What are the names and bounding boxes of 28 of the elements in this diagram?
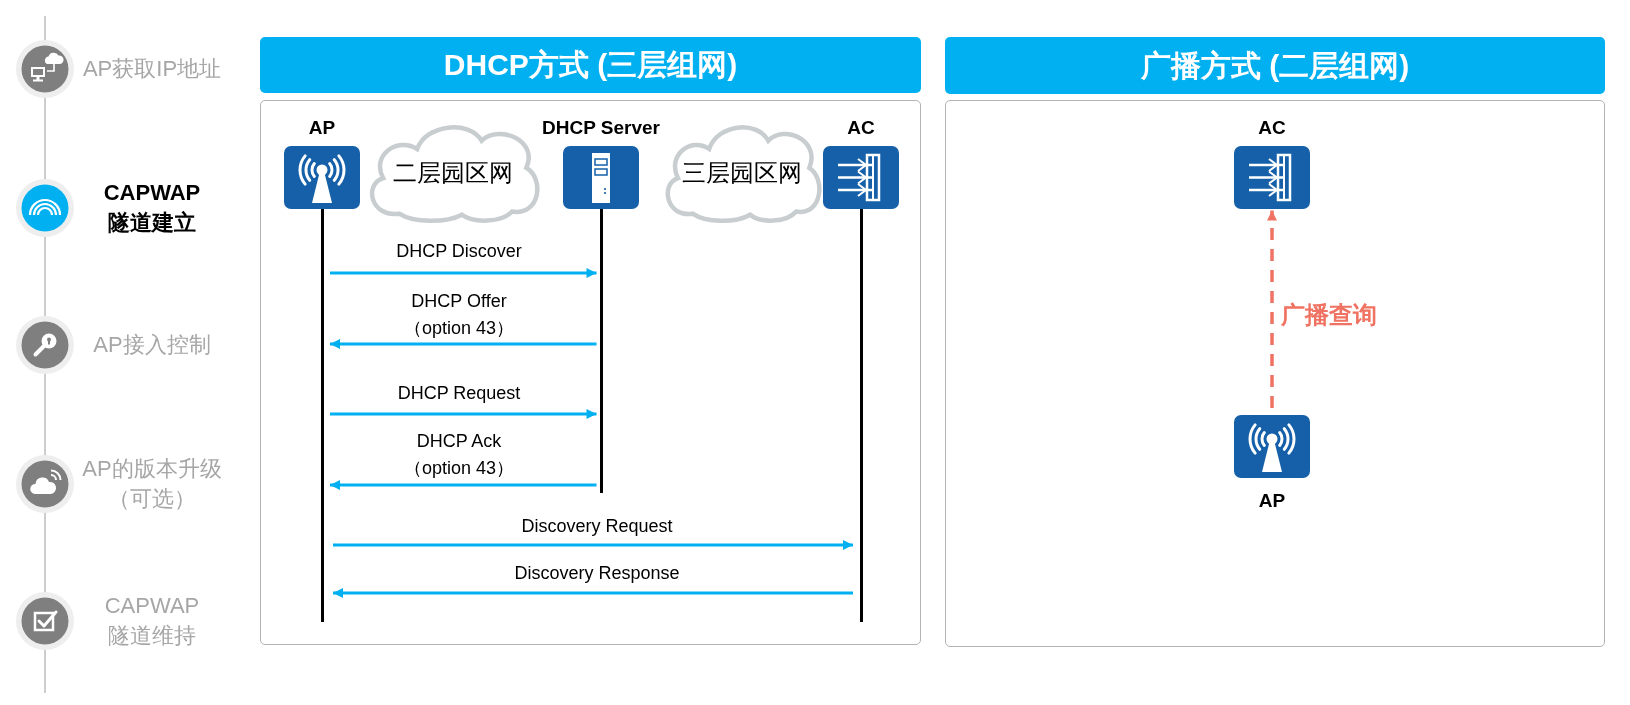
step-label: AP获取IP地址 xyxy=(82,55,222,83)
step-label: AP接入控制 xyxy=(93,331,211,359)
cloud: 三层园区网 xyxy=(664,124,820,222)
step-label: AP的版本升级（可选） xyxy=(81,455,223,513)
arrow xyxy=(330,268,597,278)
arrow xyxy=(333,588,853,598)
arrow xyxy=(330,480,597,490)
panel-header: DHCP方式 (三层组网) xyxy=(260,37,921,93)
cloud: 二层园区网 xyxy=(368,124,538,222)
edge-label: DHCP Ack （option 43） xyxy=(402,429,516,480)
edge-label: 广播查询 xyxy=(1281,300,1377,328)
node-label: DHCP Server xyxy=(542,116,660,140)
arrow xyxy=(330,409,597,419)
edge-label: DHCP Discover xyxy=(396,239,522,263)
edge-label: DHCP Offer （option 43） xyxy=(402,289,516,340)
panel-header: 广播方式 (二层组网) xyxy=(945,37,1605,94)
edge-label: Discovery Response xyxy=(514,561,680,585)
node-label: AP xyxy=(308,116,336,140)
edge-label: DHCP Request xyxy=(397,381,521,405)
arrow xyxy=(333,540,853,550)
dashed-arrow xyxy=(1267,210,1277,408)
edge-label: Discovery Request xyxy=(521,514,673,538)
node-label: AC xyxy=(1258,116,1286,140)
step-label: CAPWAP隧道建立 xyxy=(102,179,202,237)
step-label: CAPWAP隧道维持 xyxy=(103,592,201,650)
arrow xyxy=(330,339,597,349)
node-label: AC xyxy=(847,116,875,140)
node-label: AP xyxy=(1258,489,1286,513)
